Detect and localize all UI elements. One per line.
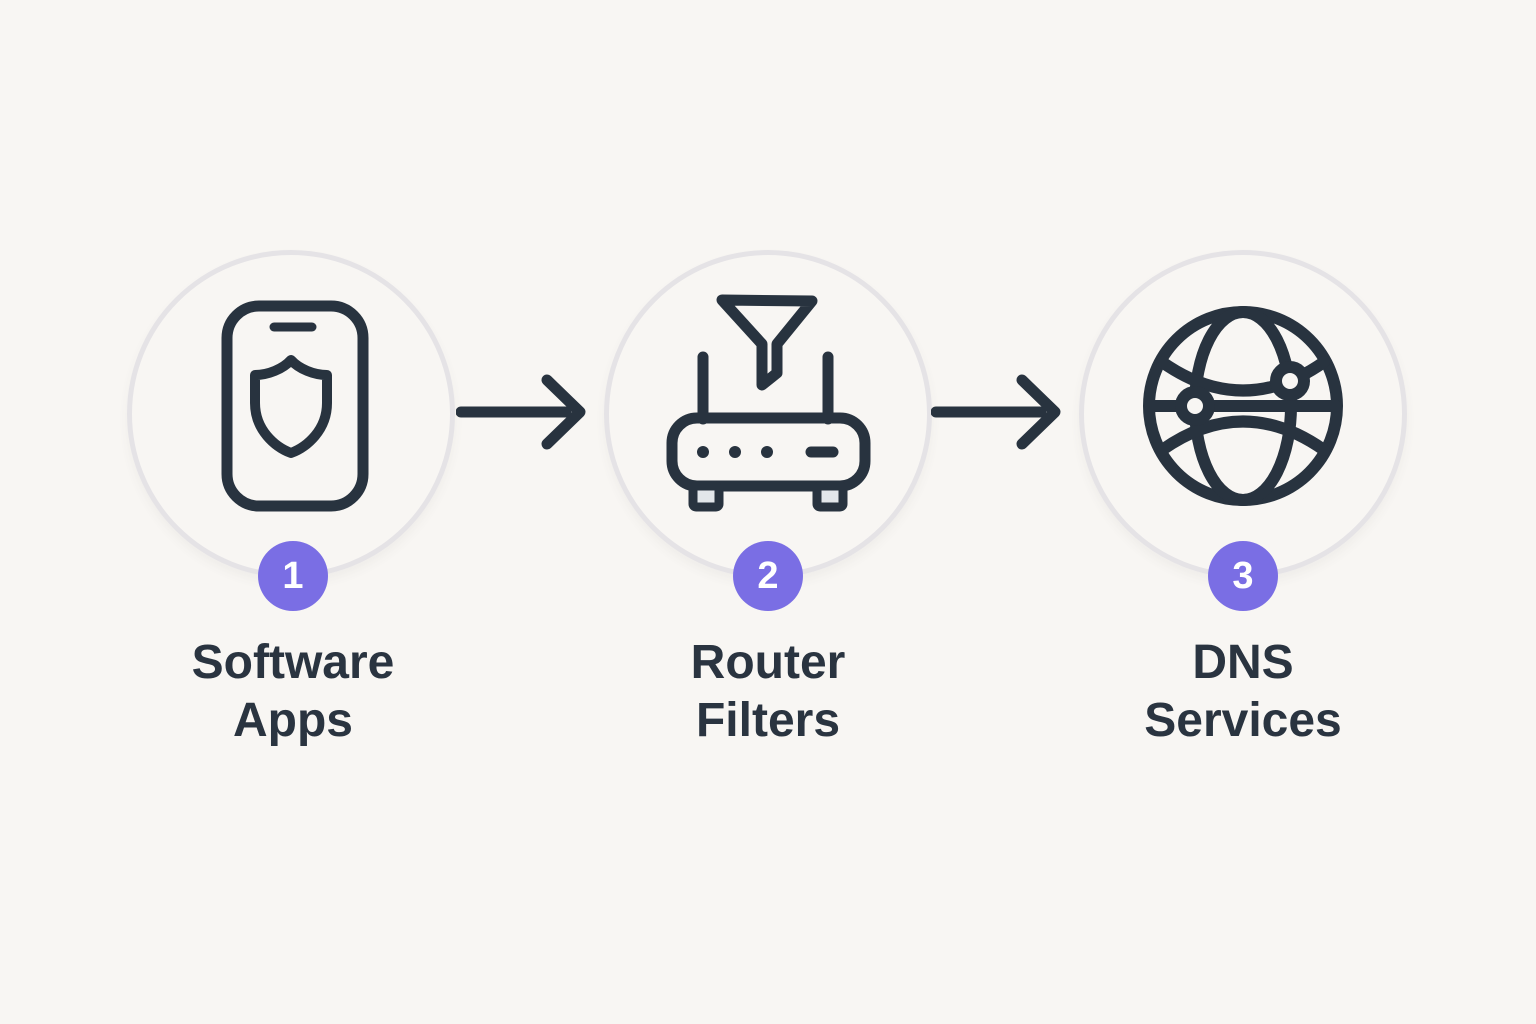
step-number-badge: 2 <box>733 541 803 611</box>
arrow-right-icon <box>931 374 1061 450</box>
step-number: 3 <box>1232 554 1254 597</box>
step-number: 1 <box>282 554 304 597</box>
phone-shield-icon <box>221 300 369 512</box>
step-number: 2 <box>757 554 779 597</box>
step-number-badge: 3 <box>1208 541 1278 611</box>
globe-network-icon <box>1143 306 1343 506</box>
router-funnel-icon <box>666 294 871 512</box>
step-label-software-apps: Software Apps <box>191 636 395 748</box>
step-label-router-filters: Router Filters <box>690 636 846 748</box>
step-label-dns-services: DNS Services <box>1144 636 1342 748</box>
step-number-badge: 1 <box>258 541 328 611</box>
arrow-right-icon <box>456 374 586 450</box>
